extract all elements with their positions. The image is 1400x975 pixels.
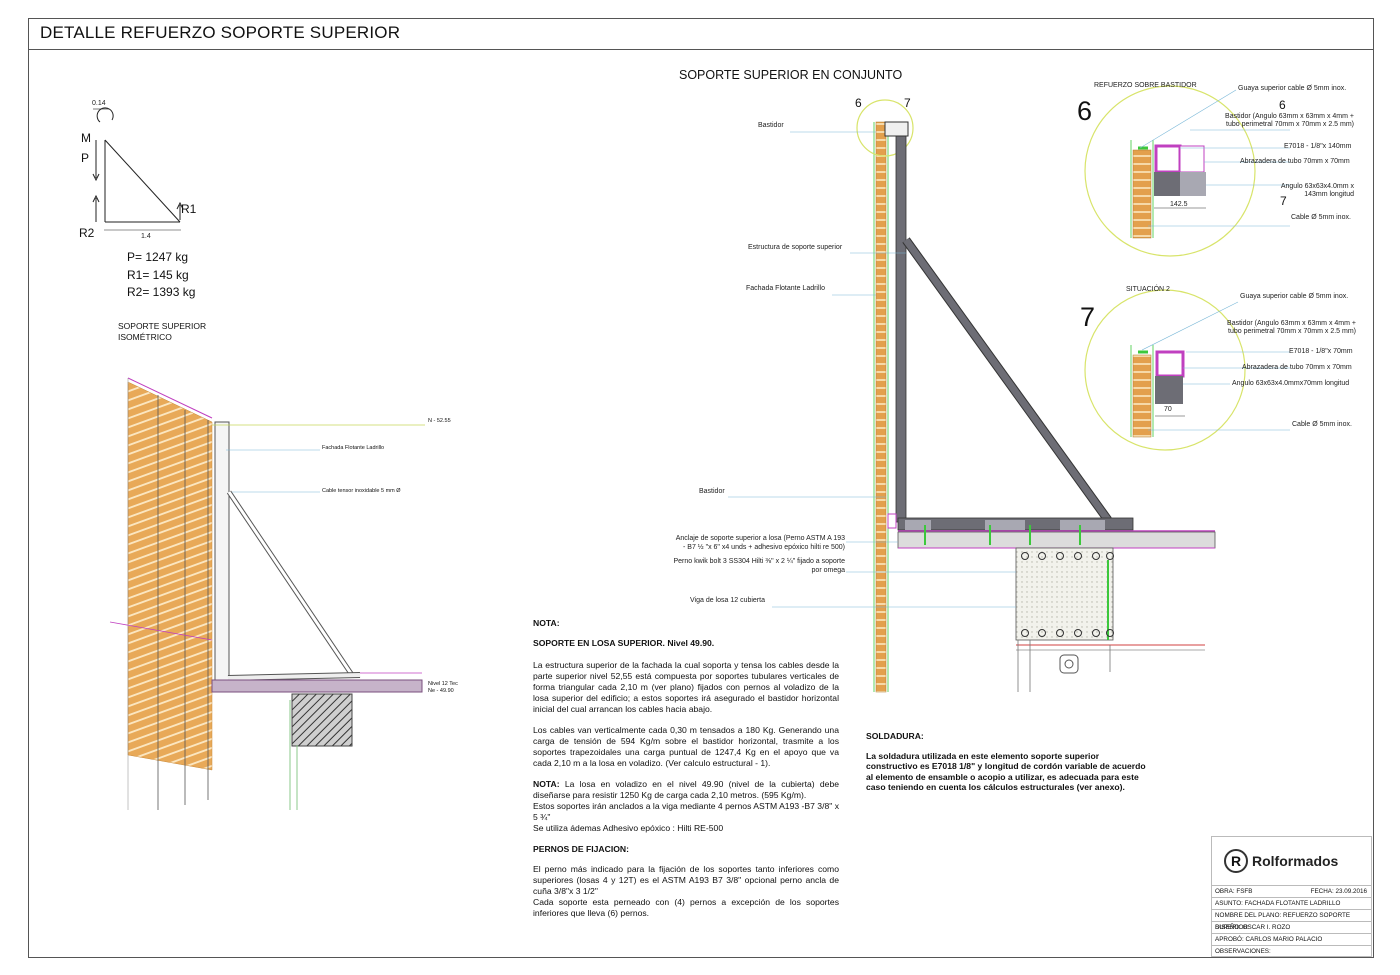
notes-p3-block: NOTA: La losa en voladizo en el nivel 49… xyxy=(533,779,839,834)
detail6-bastidor: Bastidor (Angulo 63mm x 63mm x 4mm + tub… xyxy=(1218,113,1354,129)
detail7-header: SITUACIÓN 2 xyxy=(1126,286,1170,293)
notes-block: NOTA: SOPORTE EN LOSA SUPERIOR. Nivel 49… xyxy=(533,618,839,929)
force-label-r1: R1 xyxy=(181,202,197,216)
label-anclaje-line2: - B7 ½ "x 6" x4 unds + adhesivo epóxico … xyxy=(683,544,845,551)
detail7-guaya: Guaya superior cable Ø 5mm inox. xyxy=(1240,293,1349,300)
detail6-number: 6 xyxy=(1077,96,1093,126)
label-estructura: Estructura de soporte superior xyxy=(748,244,843,251)
main-assembly-drawing xyxy=(728,99,1216,693)
detail7-number: 7 xyxy=(1080,302,1096,332)
detail6-e7018: E7018 - 1/8"x 140mm xyxy=(1284,143,1352,150)
soldadura-text: La soldadura utilizada en este elemento … xyxy=(866,750,1146,793)
force-results: P= 1247 kg R1= 145 kg R2= 1393 kg xyxy=(127,249,195,302)
tb-obra: OBRA: FSFB xyxy=(1215,888,1253,895)
iso-fachada-label: Fachada Flotante Ladrillo xyxy=(322,445,385,451)
notes-p2: Los cables van verticalmente cada 0,30 m… xyxy=(533,725,839,768)
force-label-p: P xyxy=(81,151,90,165)
detail6-dim: 142.5 xyxy=(1170,201,1188,208)
iso-title-line1: SOPORTE SUPERIOR xyxy=(118,321,207,331)
force-dim-bottom: 1.4 xyxy=(141,233,151,240)
force-dim-top: 0.14 xyxy=(92,100,106,107)
tb-nombre: NOMBRE DEL PLANO: REFUERZO SOPORTE SUPER… xyxy=(1212,909,1371,931)
detail7-e7018: E7018 - 1/8"x 70mm xyxy=(1289,348,1353,355)
title-bar: DETALLE REFUERZO SOPORTE SUPERIOR xyxy=(28,18,1374,50)
detail7-bastidor-line1: Bastidor (Angulo 63mm x 63mm x 4mm + xyxy=(1227,320,1356,327)
detail6-abrazadera: Abrazadera de tubo 70mm x 70mm xyxy=(1240,158,1350,165)
iso-nivel-line1: Nivel 12 Tec xyxy=(428,681,458,687)
detail7-bastidor: Bastidor (Angulo 63mm x 63mm x 4mm + tub… xyxy=(1218,320,1356,336)
iso-title: SOPORTE SUPERIOR ISOMÉTRICO xyxy=(118,321,206,343)
label-viga: Viga de losa 12 cubierta xyxy=(690,597,765,604)
tb-asunto: ASUNTO: FACHADA FLOTANTE LADRILLO xyxy=(1212,897,1371,909)
detail7-angulo: Angulo 63x63x4.0mmx70mm longitud xyxy=(1232,380,1350,387)
logo-text: Rolformados xyxy=(1252,853,1339,869)
detail6-small7: 7 xyxy=(1280,194,1287,208)
notes-p3-label: NOTA: xyxy=(533,779,560,789)
notes-pernos-heading: PERNOS DE FIJACION: xyxy=(533,844,629,854)
notes-p3b: Estos soportes irán anclados a la viga m… xyxy=(533,801,839,822)
r1-value: R1= 145 kg xyxy=(127,267,189,282)
detail7-dim: 70 xyxy=(1164,406,1172,413)
isometric-view xyxy=(109,377,425,810)
force-label-r2: R2 xyxy=(79,226,95,240)
notes-p3c: Se utiliza ádemas Adhesivo epóxico : Hil… xyxy=(533,823,724,833)
notes-p4: El perno más indicado para la fijación d… xyxy=(533,864,839,896)
label-perno-line1: Perno kwik bolt 3 SS304 Hilti ⅜" x 2 ¼" … xyxy=(673,558,845,565)
detail-7-drawing xyxy=(1084,289,1290,451)
label-bastidor-top: Bastidor xyxy=(758,122,784,129)
notes-p3: La losa en voladizo en el nivel 49.90 (n… xyxy=(533,779,839,800)
tb-row-obra: OBRA: FSFB FECHA: 23.09.2016 xyxy=(1212,885,1371,897)
soldadura-block: SOLDADURA: La soldadura utilizada en est… xyxy=(866,731,1150,793)
company-logo: R Rolformados xyxy=(1224,849,1338,873)
sheet-title: DETALLE REFUERZO SOPORTE SUPERIOR xyxy=(40,23,401,42)
tb-fecha: FECHA: 23.09.2016 xyxy=(1310,888,1367,895)
soldadura-heading: SOLDADURA: xyxy=(866,731,924,741)
notes-p5: Cada soporte esta perneado con (4) perno… xyxy=(533,897,839,918)
detail6-bastidor-line1: Bastidor (Angulo 63mm x 63mm x 4mm + xyxy=(1225,113,1354,120)
label-perno-line2: por omega xyxy=(811,567,845,574)
notes-p1: La estructura superior de la fachada la … xyxy=(533,660,839,714)
detail6-angulo-line2: 143mm longitud xyxy=(1304,191,1354,198)
r2-value: R2= 1393 kg xyxy=(127,285,196,299)
label-bastidor-low: Bastidor xyxy=(699,488,725,495)
drawing-sheet-border xyxy=(28,18,1374,958)
tb-diseno: DISEÑO: OSCAR I. ROZO xyxy=(1212,921,1371,933)
logo-mark: R xyxy=(1224,849,1248,873)
iso-nivel-label: Nivel 12 Tec Ne - 49.90 xyxy=(428,681,458,694)
detail-6-drawing xyxy=(1084,85,1290,257)
notes-nota: NOTA: xyxy=(533,618,560,628)
detail6-cable: Cable Ø 5mm inox. xyxy=(1291,214,1351,221)
detail6-header: REFUERZO SOBRE BASTIDOR xyxy=(1094,82,1197,89)
p-value: P= 1247 kg xyxy=(127,250,189,264)
detail7-cable: Cable Ø 5mm inox. xyxy=(1292,421,1352,428)
detail6-bastidor-line2: tubo perimetral 70mm x 70mm x 2.5 mm) xyxy=(1226,121,1354,128)
iso-title-line2: ISOMÉTRICO xyxy=(118,332,172,342)
assembly-title: SOPORTE SUPERIOR EN CONJUNTO xyxy=(679,68,903,82)
callout-6: 6 xyxy=(855,96,862,110)
detail7-bastidor-line2: tubo perimetral 70mm x 70mm x 2.5 mm) xyxy=(1228,328,1356,335)
detail6-small6: 6 xyxy=(1279,98,1286,112)
force-diagram xyxy=(92,107,184,231)
tb-observaciones: OBSERVACIONES: xyxy=(1212,945,1371,957)
callout-7: 7 xyxy=(904,96,911,110)
label-anclaje: Anclaje de soporte superior a losa (Pern… xyxy=(600,534,845,552)
notes-heading: SOPORTE EN LOSA SUPERIOR. Nivel 49.90. xyxy=(533,638,715,648)
iso-cable-label: Cable tensor inoxidable 5 mm Ø xyxy=(322,488,401,494)
label-fachada: Fachada Flotante Ladrillo xyxy=(746,285,825,292)
iso-level-label: N - 52.55 xyxy=(428,418,451,424)
iso-nivel-line2: Ne - 49.90 xyxy=(428,687,454,694)
label-anclaje-line1: Anclaje de soporte superior a losa (Pern… xyxy=(675,535,845,542)
title-block: R Rolformados OBRA: FSFB FECHA: 23.09.20… xyxy=(1211,836,1372,957)
detail7-abrazadera: Abrazadera de tubo 70mm x 70mm xyxy=(1242,364,1352,371)
force-label-m: M xyxy=(81,131,91,145)
detail6-angulo-line1: Angulo 63x63x4.0mm x xyxy=(1280,183,1354,190)
tb-aprobo: APROBÓ: CARLOS MARIO PALACIO xyxy=(1212,933,1371,945)
label-perno: Perno kwik bolt 3 SS304 Hilti ⅜" x 2 ¼" … xyxy=(600,557,845,575)
detail6-guaya: Guaya superior cable Ø 5mm inox. xyxy=(1238,85,1347,92)
detail6-angulo: Angulo 63x63x4.0mm x 143mm longitud xyxy=(1250,183,1354,199)
